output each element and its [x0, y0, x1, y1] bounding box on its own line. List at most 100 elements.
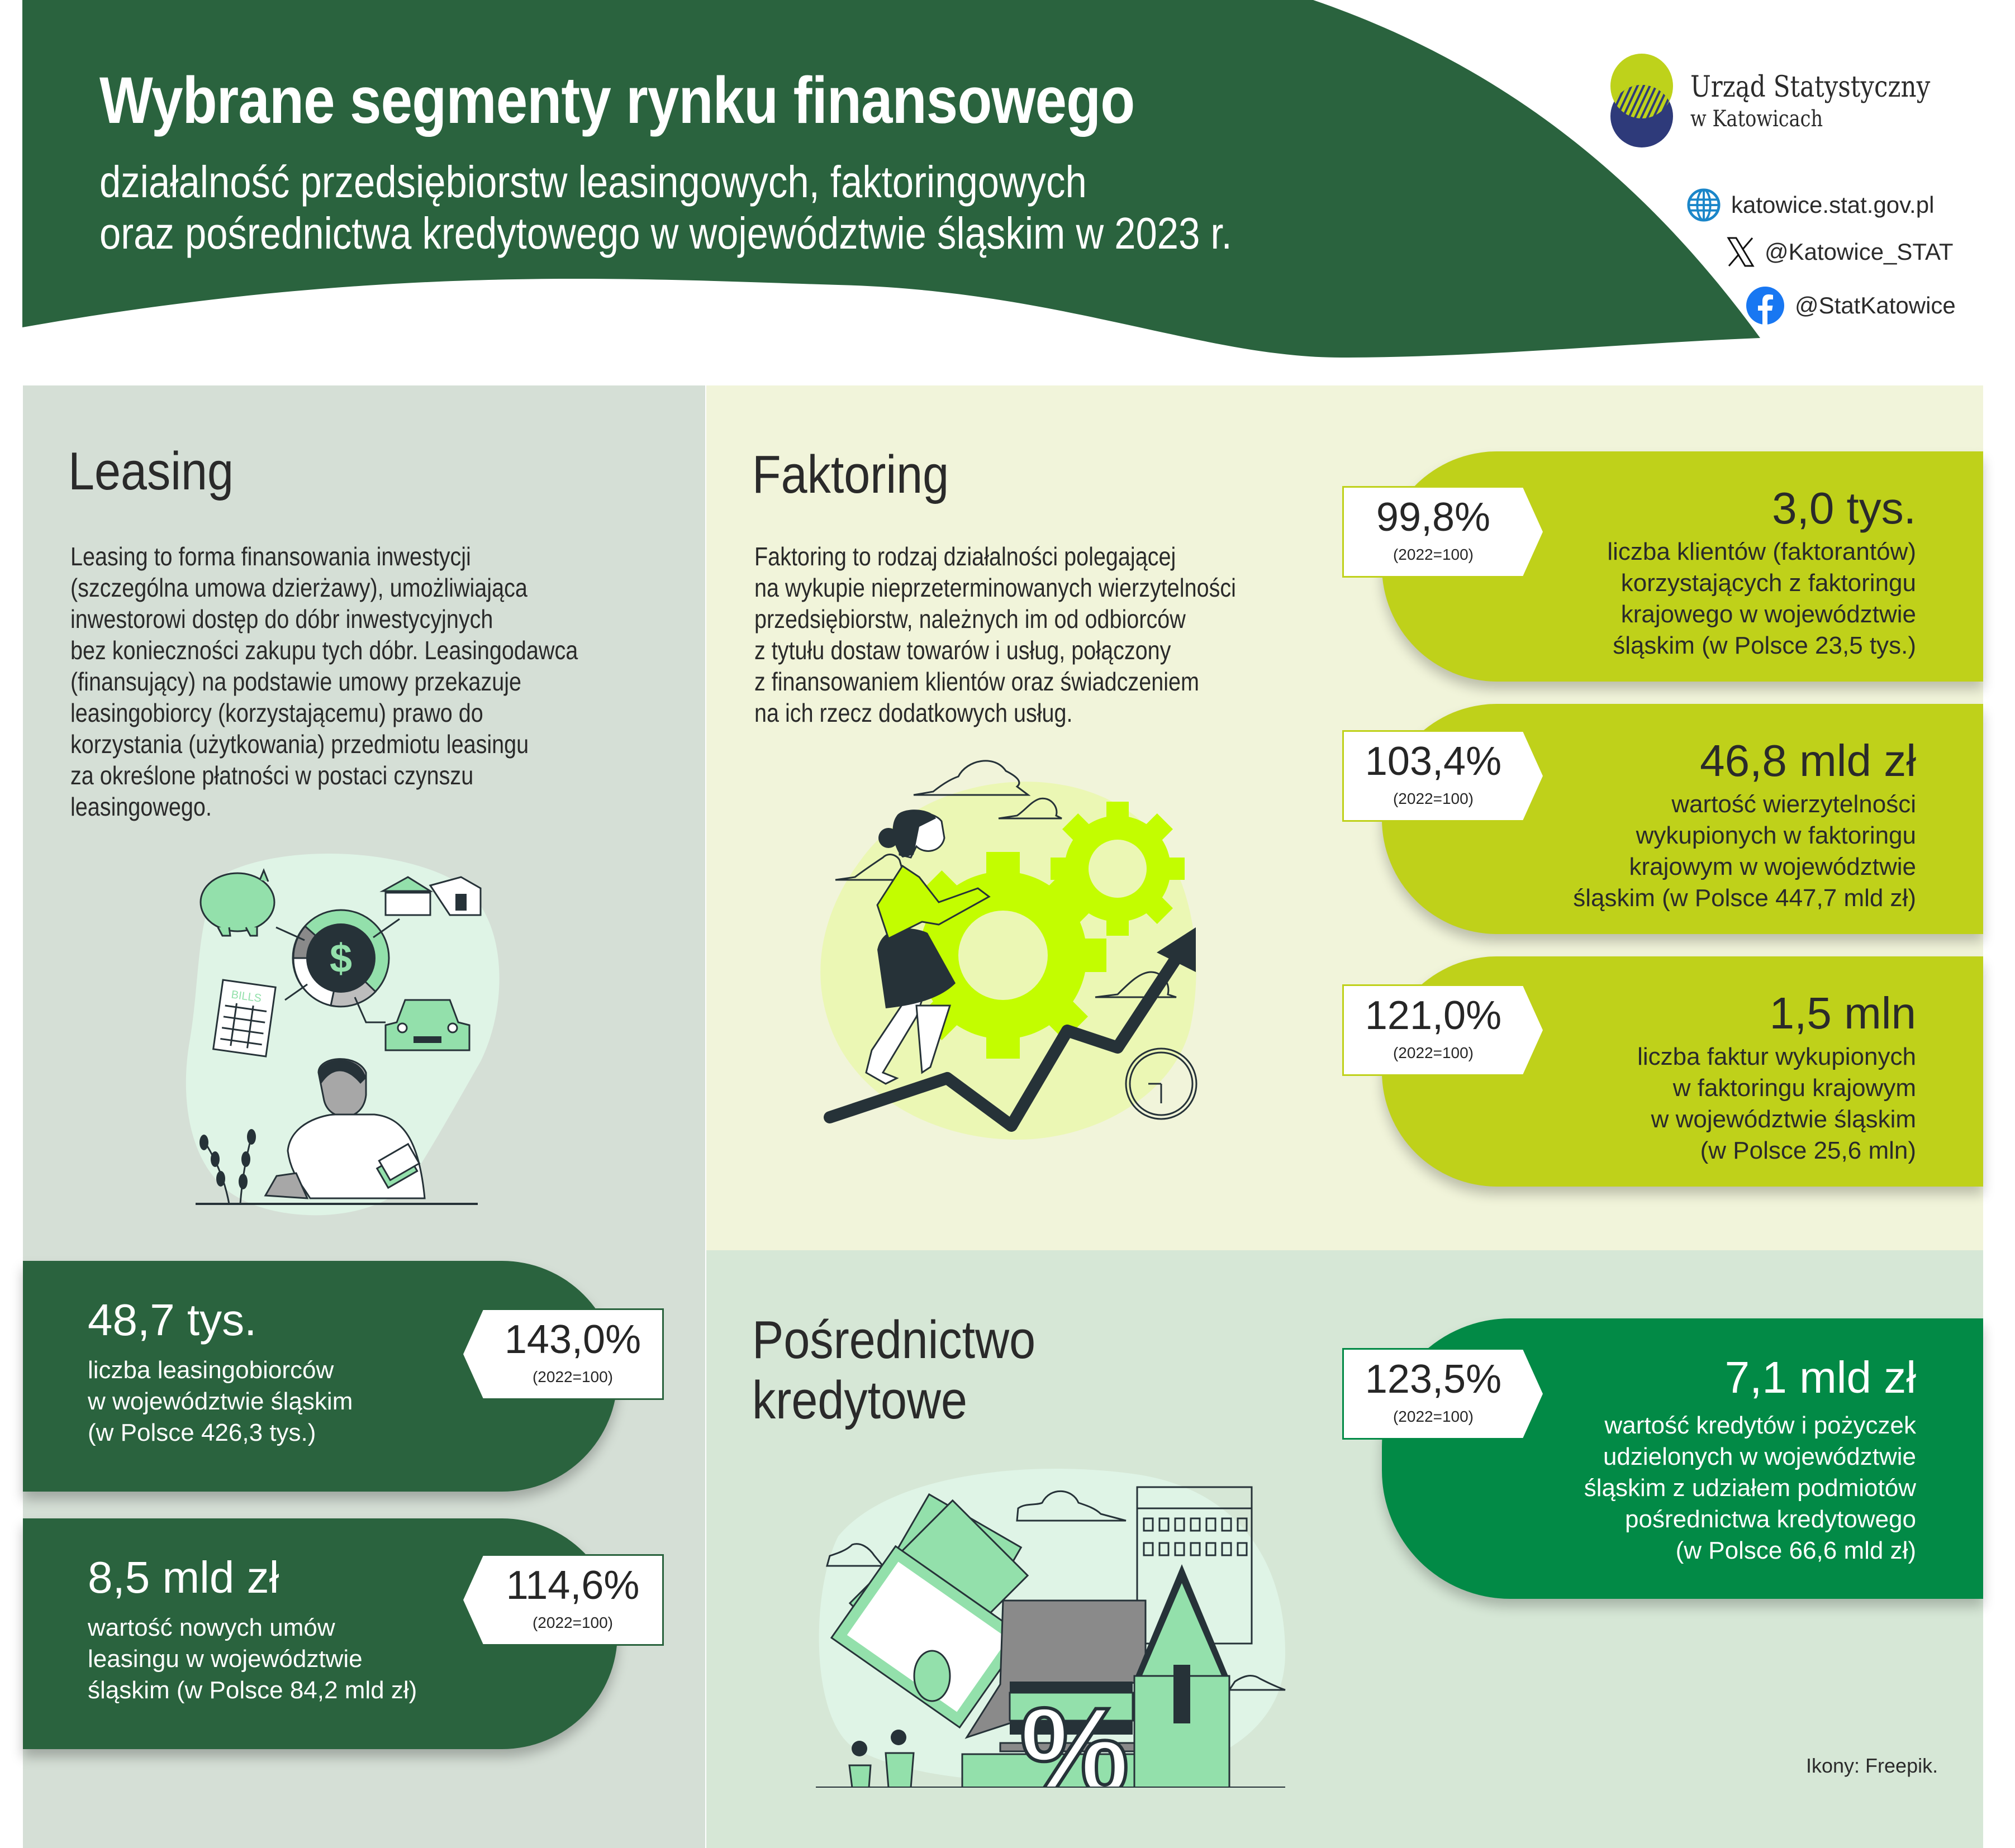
stat-value: 48,7 tys.	[88, 1295, 257, 1345]
subtitle-line-1: działalność przedsiębiorstw leasingowych…	[99, 157, 1087, 207]
stat-desc-line: pośrednictwa kredytowego	[1625, 1506, 1916, 1533]
index-value: 103,4%	[1365, 739, 1502, 784]
leasing-desc-line: (szczególna umowa dzierżawy), umożliwiaj…	[70, 573, 527, 602]
index-base: (2022=100)	[1393, 790, 1474, 807]
leasing-desc-line: za określone płatności w postaci czynszu	[70, 761, 474, 790]
leasing-desc-line: korzystania (użytkowania) przedmiotu lea…	[70, 730, 529, 759]
stat-desc-line: udzielonych w województwie	[1603, 1443, 1916, 1470]
stat-desc-line: w faktoringu krajowym	[1672, 1074, 1916, 1102]
leasing-illustration: $ BILLS	[186, 853, 500, 1216]
house-icon	[961, 1564, 1230, 1788]
index-base: (2022=100)	[532, 1368, 613, 1385]
cloud-icon	[835, 760, 1177, 998]
stat-desc-line: śląskim (w Polsce 23,5 tys.)	[1613, 632, 1916, 659]
brand-subname: w Katowicach	[1690, 106, 1823, 132]
faktoring-desc-line: przedsiębiorstw, należnych im od odbiorc…	[754, 604, 1186, 634]
leasing-stat-card: 48,7 tys. liczba leasingobiorców w wojew…	[23, 1261, 617, 1492]
leasing-desc-line: leasingowego.	[70, 792, 212, 821]
index-badge: 121,0% (2022=100)	[1344, 986, 1543, 1074]
index-badge: 123,5% (2022=100)	[1344, 1350, 1543, 1438]
index-value: 143,0%	[504, 1317, 641, 1362]
page-title: Wybrane segmenty rynku finansowego	[99, 64, 1135, 137]
leasing-desc-line: Leasing to forma finansowania inwestycji	[70, 542, 471, 571]
faktoring-desc-line: z tytułu dostaw towarów i usług, połączo…	[754, 636, 1171, 665]
stat-desc-line: krajowym w województwie	[1629, 853, 1916, 880]
stat-description: liczba faktur wykupionych w faktoringu k…	[1637, 1041, 1916, 1166]
icon-credits: Ikony: Freepik.	[1806, 1754, 1938, 1777]
stat-value: 1,5 mln	[1769, 988, 1916, 1038]
faktoring-desc-line: na ich rzecz dodatkowych usług.	[754, 698, 1073, 727]
stat-description: liczba leasingobiorców w województwie śl…	[88, 1355, 353, 1449]
credit-house-illustration: %	[816, 1469, 1286, 1788]
stat-desc-line: wykupionych w faktoringu	[1636, 822, 1916, 849]
stat-desc-line: korzystających z faktoringu	[1620, 569, 1916, 597]
website-label: katowice.stat.gov.pl	[1731, 192, 1935, 218]
rising-arrow-icon	[824, 927, 1196, 1132]
leasing-desc-line: (finansujący) na podstawie umowy przekaz…	[70, 667, 521, 696]
leasing-title: Leasing	[68, 441, 234, 501]
credit-title: Pośrednictwo kredytowe	[752, 1310, 1035, 1431]
credit-stat-card: 7,1 mld zł wartość kredytów i pożyczek u…	[1382, 1318, 1983, 1599]
leasing-desc-line: leasingobiorcy (korzystającemu) prawo do	[70, 698, 483, 727]
dollar-donut-icon: $	[275, 909, 400, 1023]
x-logo-icon	[1727, 237, 1755, 267]
percent-sign: %	[1020, 1682, 1129, 1788]
stat-value: 7,1 mld zł	[1724, 1352, 1916, 1402]
clock-icon	[1125, 1047, 1197, 1120]
svg-text:$: $	[330, 936, 352, 981]
website-link[interactable]: katowice.stat.gov.pl	[1686, 188, 1934, 222]
stat-value: 8,5 mld zł	[88, 1552, 279, 1602]
credit-title-line: kredytowe	[752, 1370, 968, 1430]
index-badge: 143,0% (2022=100)	[463, 1310, 662, 1398]
piggy-bank-icon	[199, 868, 275, 937]
x-link[interactable]: @Katowice_STAT	[1727, 237, 1954, 267]
stat-desc-line: śląskim (w Polsce 84,2 mld zł)	[88, 1676, 417, 1704]
facebook-link[interactable]: @StatKatowice	[1746, 286, 1956, 325]
stat-desc-line: (w Polsce 66,6 mld zł)	[1675, 1537, 1916, 1564]
leasing-desc-line: bez konieczności zakupu tych dóbr. Leasi…	[70, 636, 578, 665]
plant-icon	[199, 1129, 256, 1204]
stat-desc-line: wartość wierzytelności	[1671, 790, 1916, 818]
stat-description: liczba klientów (faktorantów) korzystają…	[1607, 536, 1916, 661]
index-base: (2022=100)	[1393, 1408, 1474, 1425]
index-base: (2022=100)	[1393, 546, 1474, 563]
stat-description: wartość kredytów i pożyczek udzielonych …	[1584, 1410, 1916, 1566]
index-value: 121,0%	[1365, 993, 1502, 1038]
faktoring-stat-card: 3,0 tys. liczba klientów (faktorantów) k…	[1382, 451, 1983, 682]
stat-value: 46,8 mld zł	[1700, 736, 1916, 785]
stat-value: 3,0 tys.	[1772, 483, 1916, 533]
stat-desc-line: śląskim z udziałem podmiotów	[1584, 1474, 1916, 1502]
header-banner	[22, 0, 1760, 358]
stat-desc-line: wartość kredytów i pożyczek	[1604, 1412, 1916, 1439]
stat-desc-line: wartość nowych umów	[88, 1614, 335, 1641]
globe-icon	[1687, 188, 1721, 222]
index-badge: 114,6% (2022=100)	[463, 1556, 662, 1644]
stat-desc-line: liczba faktur wykupionych	[1637, 1043, 1916, 1070]
index-value: 123,5%	[1365, 1357, 1502, 1402]
index-base: (2022=100)	[1393, 1044, 1474, 1061]
gus-logo-icon	[1610, 54, 1673, 147]
facebook-label: @StatKatowice	[1795, 292, 1956, 318]
index-value: 99,8%	[1376, 495, 1491, 540]
faktoring-title: Faktoring	[752, 445, 949, 504]
facebook-icon	[1746, 287, 1784, 325]
faktoring-desc-line: z finansowaniem klientów oraz świadczeni…	[754, 667, 1199, 696]
stat-desc-line: (w Polsce 25,6 mln)	[1700, 1137, 1916, 1164]
stat-desc-line: leasingu w województwie	[88, 1645, 363, 1673]
stat-desc-line: liczba leasingobiorców	[88, 1356, 334, 1384]
x-label: @Katowice_STAT	[1765, 239, 1954, 265]
index-badge: 103,4% (2022=100)	[1344, 732, 1543, 820]
faktoring-illustration	[820, 760, 1197, 1140]
stat-desc-line: śląskim (w Polsce 447,7 mld zł)	[1573, 884, 1916, 912]
index-base: (2022=100)	[532, 1614, 613, 1631]
person-icon	[196, 1058, 478, 1205]
leasing-desc-line: inwestorowi dostęp do dóbr inwestycyjnyc…	[70, 604, 493, 634]
index-badge: 99,8% (2022=100)	[1344, 488, 1543, 576]
page-subtitle: działalność przedsiębiorstw leasingowych…	[99, 156, 1232, 259]
brand-name: Urząd Statystyczny	[1690, 70, 1931, 104]
faktoring-desc-line: na wykupie nieprzeterminowanych wierzyte…	[754, 573, 1236, 602]
stat-description: wartość nowych umów leasingu w województ…	[88, 1612, 417, 1706]
cloud-icon	[826, 1490, 1286, 1691]
credit-title-line: Pośrednictwo	[752, 1310, 1036, 1370]
faktoring-desc-line: Faktoring to rodzaj działalności polegaj…	[754, 542, 1176, 571]
